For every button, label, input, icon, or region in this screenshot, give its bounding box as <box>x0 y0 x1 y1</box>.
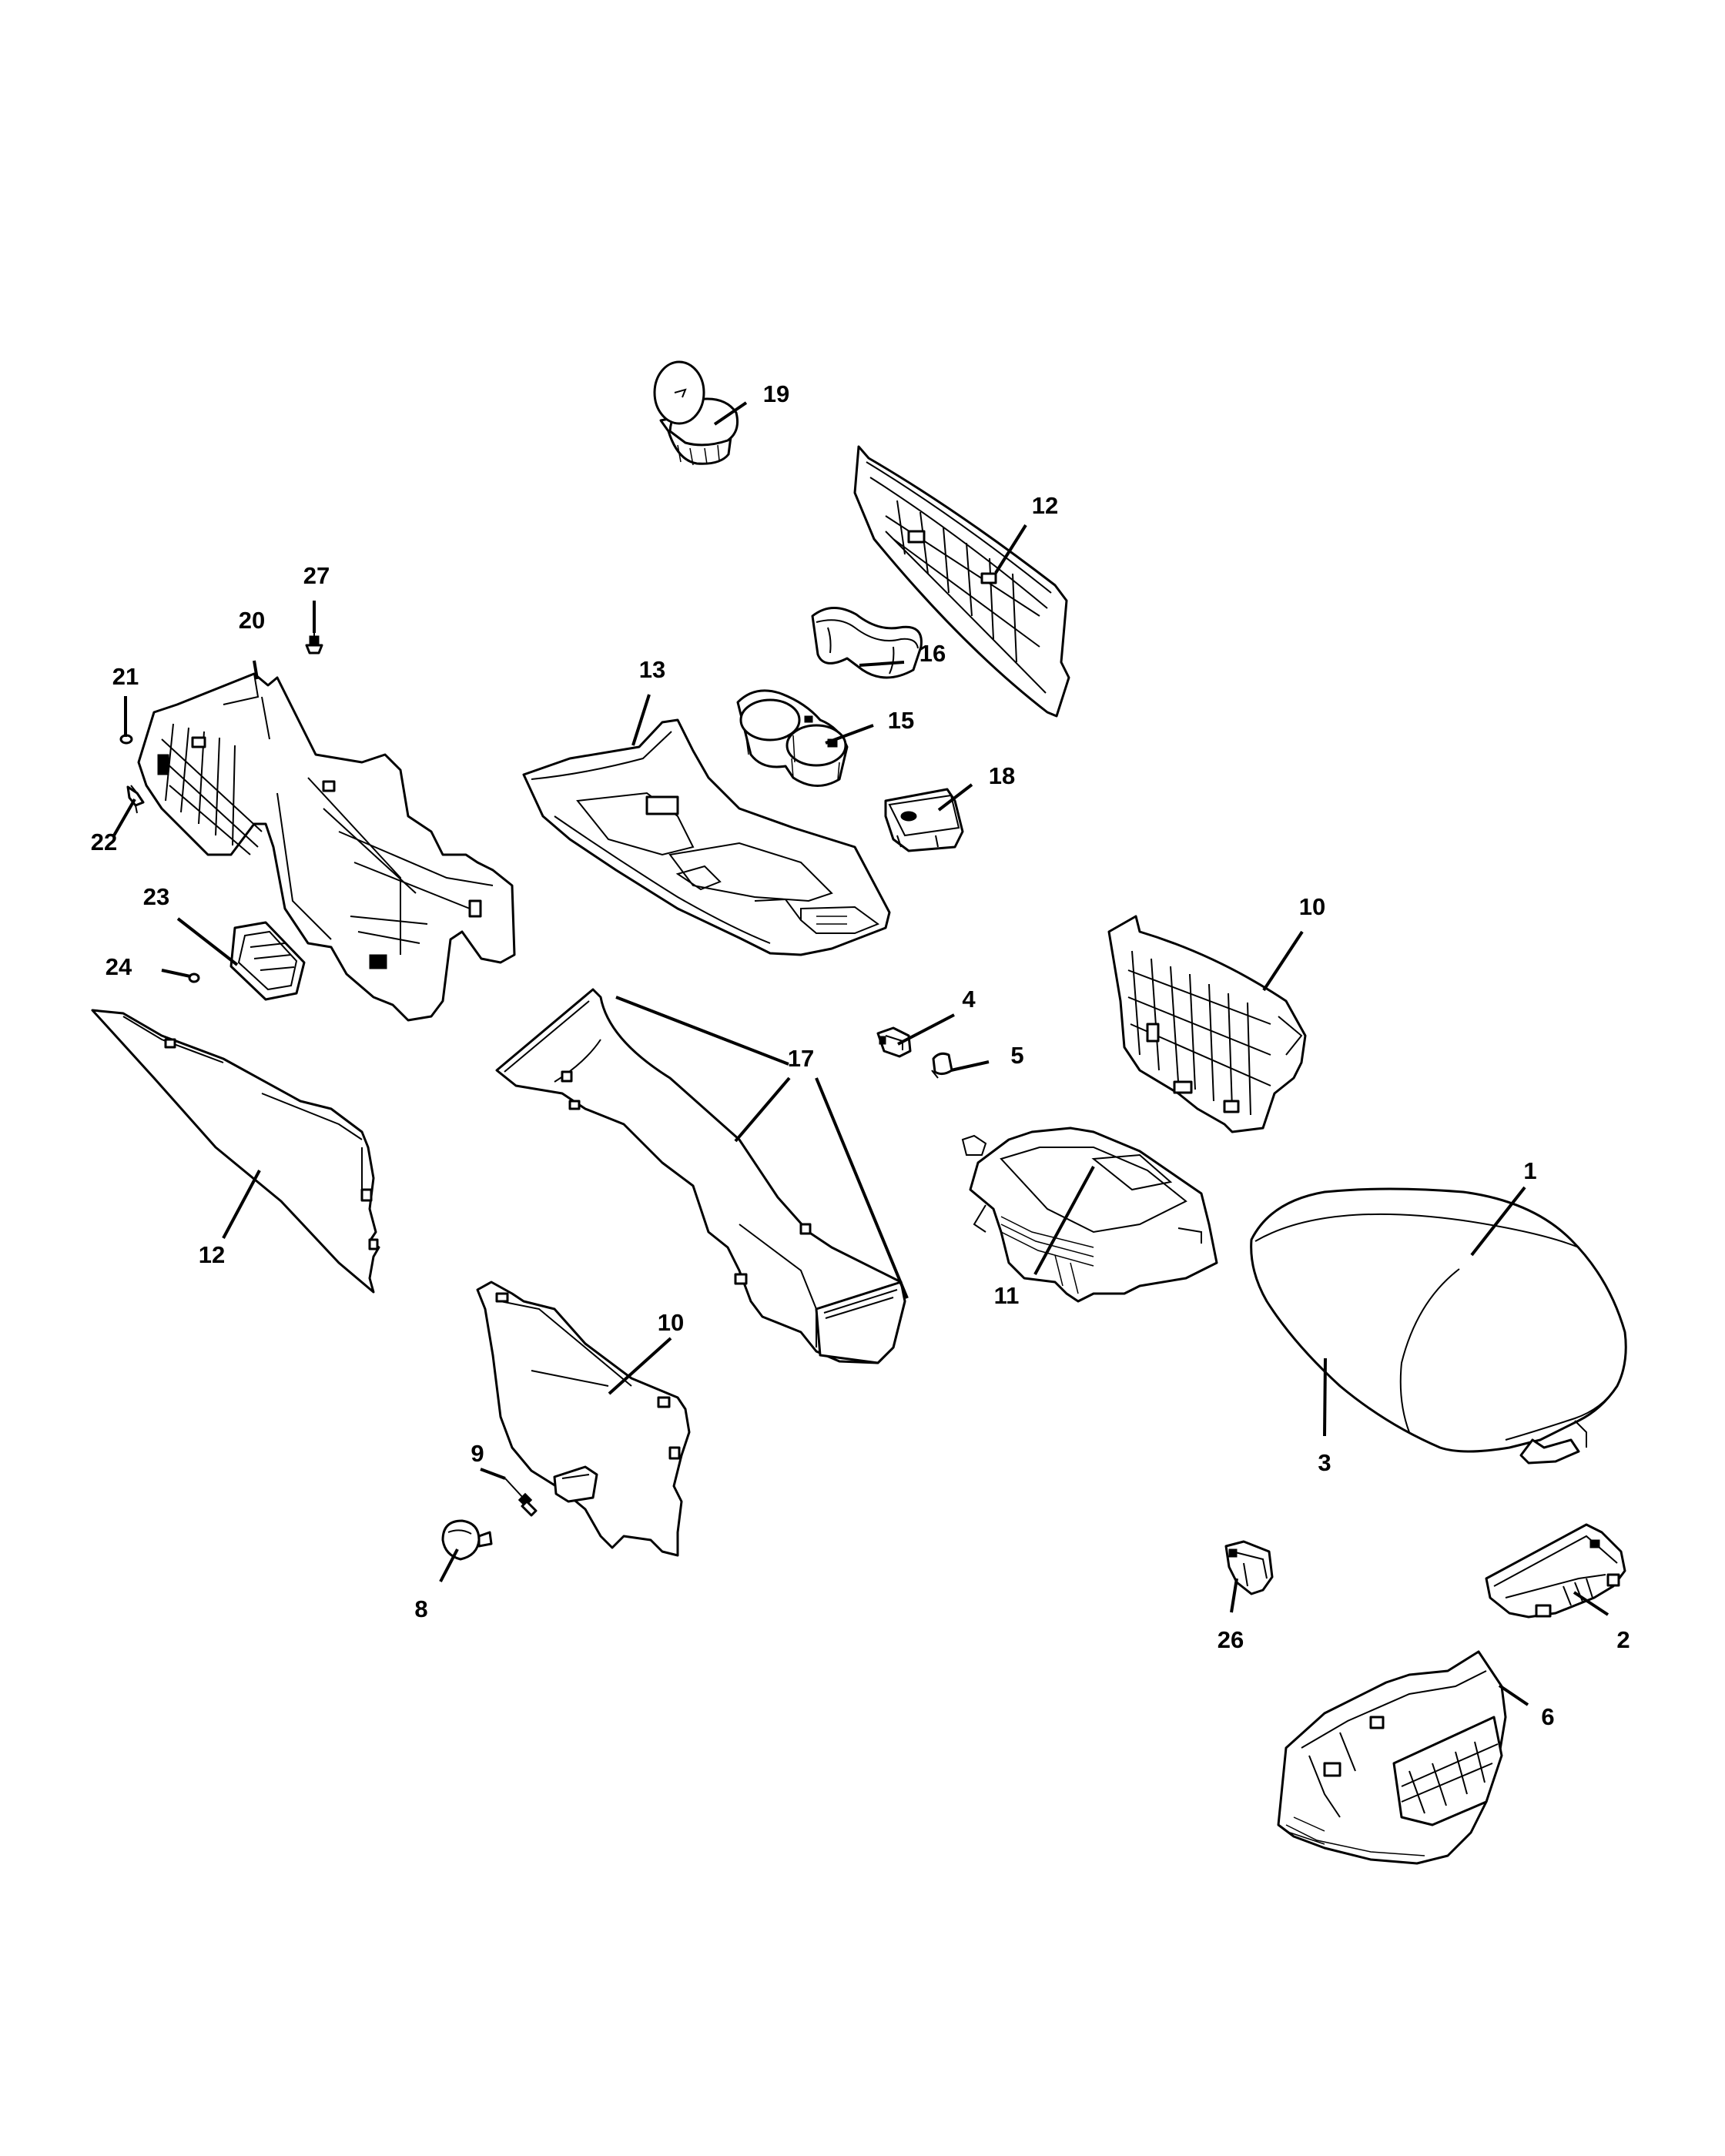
part-10-lower-side-panel <box>476 1281 691 1557</box>
callout-18: 18 <box>989 762 1015 789</box>
leader-10-lower <box>608 1337 672 1395</box>
leader-11 <box>1033 1166 1095 1275</box>
callout-6: 6 <box>1541 1703 1554 1730</box>
part-11-storage-bin <box>961 1127 1218 1303</box>
leader-17-b <box>734 1076 791 1143</box>
part-5-clip <box>931 1052 953 1079</box>
callout-17: 17 <box>788 1045 814 1072</box>
leader-lines <box>112 401 1609 1706</box>
callout-24: 24 <box>106 953 132 980</box>
leader-17-c <box>815 1077 909 1299</box>
part-10-upper-rear-panel <box>1107 915 1307 1133</box>
leader-16 <box>859 661 905 667</box>
callout-4: 4 <box>962 986 976 1013</box>
part-6-rear-console-cap <box>1277 1650 1507 1865</box>
part-9-screw <box>504 1478 538 1517</box>
leader-4 <box>897 1013 955 1046</box>
part-19-cup-holder-lid <box>653 360 739 466</box>
part-15-cup-holder-assembly <box>736 689 849 787</box>
leader-13 <box>631 694 651 746</box>
leader-10-upper <box>1262 930 1304 992</box>
leader-6 <box>1498 1684 1529 1706</box>
leader-17-a <box>615 996 789 1066</box>
leader-26 <box>1230 1578 1238 1613</box>
leader-12-lower <box>222 1170 261 1239</box>
leader-15 <box>825 724 874 745</box>
part-22-clip-fastener <box>126 785 145 814</box>
callout-16: 16 <box>919 640 946 667</box>
callout-26: 26 <box>1218 1626 1244 1653</box>
callout-27: 27 <box>303 562 330 589</box>
callout-20: 20 <box>239 607 265 634</box>
callout-13: 13 <box>639 656 665 683</box>
part-18-storage-tray <box>884 788 964 852</box>
callout-12-upper: 12 <box>1032 492 1058 519</box>
leader-22 <box>112 798 136 836</box>
leader-20 <box>253 660 259 680</box>
callout-1: 1 <box>1523 1157 1536 1184</box>
leader-5 <box>950 1060 990 1072</box>
callout-labels: 19 12 27 20 16 13 21 15 18 22 23 10 24 4… <box>91 380 1630 1730</box>
callout-3: 3 <box>1318 1449 1331 1476</box>
leader-18 <box>937 783 973 812</box>
part-13-console-top-bezel <box>522 718 891 956</box>
leader-2 <box>1573 1591 1609 1616</box>
callout-5: 5 <box>1010 1042 1023 1069</box>
part-1-armrest-lid <box>1250 1187 1627 1465</box>
callout-22: 22 <box>91 829 117 855</box>
callout-12-lower: 12 <box>199 1241 225 1268</box>
callout-9: 9 <box>471 1440 484 1467</box>
leader-23 <box>176 917 239 966</box>
leader-24 <box>161 969 191 978</box>
part-8-plug <box>441 1519 493 1561</box>
part-2-latch-tray <box>1485 1523 1626 1619</box>
part-20-console-frame <box>137 672 516 1022</box>
callout-11: 11 <box>994 1282 1020 1309</box>
part-17-air-duct <box>495 988 906 1364</box>
leader-9 <box>480 1468 506 1480</box>
callout-8: 8 <box>414 1595 427 1622</box>
part-23-switch-bezel <box>229 921 306 1001</box>
callout-10-upper: 10 <box>1299 893 1325 920</box>
callout-15: 15 <box>888 707 914 734</box>
leader-8 <box>439 1548 459 1582</box>
callout-23: 23 <box>143 883 169 910</box>
part-16-cup-holder-liner <box>811 607 923 679</box>
callout-10-lower: 10 <box>658 1309 684 1336</box>
part-4-connector <box>876 1026 912 1058</box>
callout-2: 2 <box>1616 1626 1630 1653</box>
leader-19 <box>713 401 748 426</box>
leader-1 <box>1470 1186 1526 1257</box>
part-12-upper-side-trim-panel <box>853 445 1070 718</box>
part-12-lower-side-trim-panel <box>91 1009 380 1294</box>
callout-21: 21 <box>112 663 139 690</box>
callout-19: 19 <box>763 380 789 407</box>
leader-12-upper <box>994 524 1027 574</box>
part-26-bracket-clip <box>1224 1540 1274 1595</box>
